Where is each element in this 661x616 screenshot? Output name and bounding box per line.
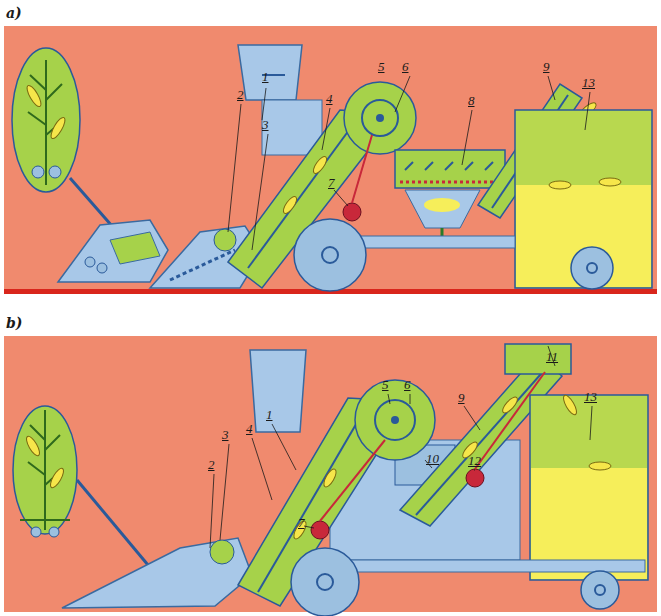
corn-cob	[49, 116, 68, 141]
header-conveyor	[110, 232, 160, 264]
sprocket	[466, 469, 484, 487]
drum-hub	[376, 114, 384, 122]
callout-number: 4	[246, 422, 253, 436]
callout-number: 12	[468, 454, 481, 468]
callout-number: 7	[328, 176, 335, 190]
callout-number: 9	[543, 60, 550, 74]
corn-cob	[589, 462, 611, 470]
rear-wheel	[571, 247, 613, 289]
corn-cob	[549, 181, 571, 189]
callout-number: 3	[262, 118, 269, 132]
panel-background	[4, 26, 657, 294]
drive-wheel	[294, 219, 366, 291]
corn-cob	[25, 84, 44, 109]
delivery-head	[505, 344, 571, 374]
drive-chain	[475, 372, 545, 469]
callout-number: 1	[262, 70, 269, 84]
callout-number: 2	[237, 88, 244, 102]
drive-chain	[320, 440, 385, 521]
callout-number: 3	[222, 428, 229, 442]
drive-chain	[352, 135, 372, 203]
wheel-hub	[317, 574, 333, 590]
snapping-roller	[31, 527, 41, 537]
hopper	[238, 45, 302, 100]
callout-number: 8	[468, 94, 475, 108]
callout-number: 2	[208, 458, 215, 472]
husker-housing	[355, 380, 435, 460]
header-auger	[214, 229, 236, 251]
panel-label: b)	[6, 316, 22, 330]
inset-pointer	[70, 178, 112, 226]
corn-cob	[561, 393, 579, 416]
callout-number: 6	[404, 378, 411, 392]
snapping-roller	[49, 166, 61, 178]
sprocket	[343, 203, 361, 221]
inset-ellipse	[12, 48, 80, 192]
callout-number: 5	[378, 60, 385, 74]
picker-header	[58, 220, 168, 282]
husking-rollers	[400, 181, 500, 184]
drive-wheel	[291, 548, 359, 616]
husking-drum	[375, 400, 415, 440]
corn-cob	[599, 178, 621, 186]
kernel-trough	[405, 190, 480, 228]
husking-conveyor	[395, 150, 505, 188]
callout-number: 11	[546, 350, 558, 364]
header-chain	[170, 250, 235, 280]
corn-cob	[48, 466, 66, 489]
callout-number: 6	[402, 60, 409, 74]
beaters	[405, 162, 493, 170]
elevator-chain	[416, 366, 548, 515]
inset-pointer	[77, 480, 148, 565]
corn-cob	[322, 467, 339, 488]
picker-header	[62, 538, 252, 608]
wheel-hub	[595, 585, 605, 595]
corn-stalk	[20, 410, 70, 530]
wheel-hub	[322, 247, 338, 263]
corn-cob	[311, 155, 329, 176]
corn-cob	[281, 195, 299, 216]
callout-number: 5	[382, 378, 389, 392]
panel-a	[4, 26, 657, 294]
bin	[515, 110, 652, 288]
callout-number: 7	[298, 516, 305, 530]
corn-cob	[24, 434, 42, 457]
sprocket	[311, 521, 329, 539]
roller	[85, 257, 95, 267]
rear-wheel	[581, 571, 619, 609]
callout-number: 10	[426, 452, 439, 466]
snapping-roller	[49, 527, 59, 537]
drum-hub	[391, 416, 399, 424]
snapping-roller	[32, 166, 44, 178]
roller	[97, 263, 107, 273]
panel-b	[4, 336, 657, 616]
leader-line	[228, 76, 590, 250]
wheel-hub	[587, 263, 597, 273]
kernels	[424, 198, 460, 212]
callout-number: 13	[582, 76, 595, 90]
bin	[530, 395, 648, 580]
callout-number: 13	[584, 390, 597, 404]
callout-number: 1	[266, 408, 273, 422]
husking-drum	[362, 100, 398, 136]
hopper	[250, 350, 306, 432]
leader-line	[210, 346, 592, 548]
header-auger	[210, 540, 234, 564]
panel-label: a)	[6, 6, 22, 20]
callout-number: 9	[458, 391, 465, 405]
husker-housing	[344, 82, 416, 154]
callout-number: 4	[326, 92, 333, 106]
inset-ellipse	[13, 406, 77, 534]
